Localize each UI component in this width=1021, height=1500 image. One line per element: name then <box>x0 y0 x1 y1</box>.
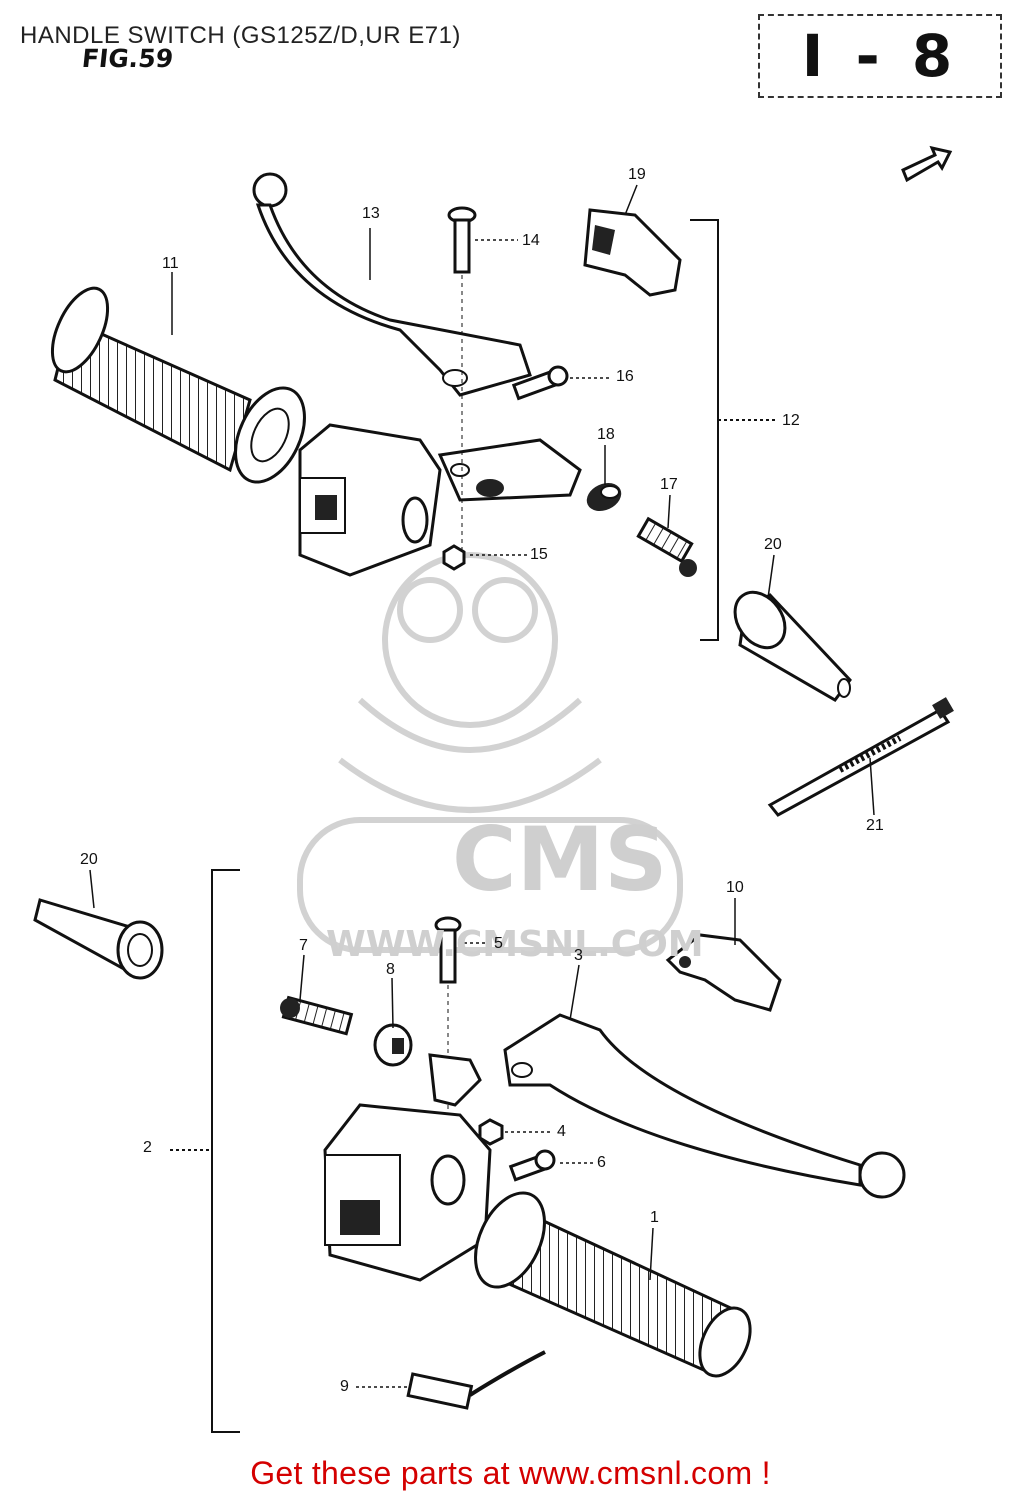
callout-9: 9 <box>340 1378 349 1395</box>
screw-part-14 <box>447 206 477 550</box>
callout-8: 8 <box>386 961 395 978</box>
lever-part-13 <box>252 172 532 397</box>
callout-1: 1 <box>650 1209 659 1226</box>
switch-housing-lower <box>323 1053 492 1282</box>
callout-5: 5 <box>494 935 503 952</box>
bolt-part-6 <box>508 1149 556 1182</box>
cable-tie-part-21 <box>767 697 954 817</box>
grip-part-11 <box>50 286 306 484</box>
callout-7: 7 <box>299 937 308 954</box>
grip-part-1 <box>474 1191 752 1378</box>
cms-watermark-figure <box>297 552 683 953</box>
lever-bracket-upper <box>437 438 582 502</box>
lever-part-3 <box>503 1013 906 1199</box>
adjuster-part-7 <box>280 995 354 1036</box>
connector-part-9 <box>406 1350 546 1410</box>
callout-20-upper: 20 <box>764 536 782 553</box>
holder-part-19 <box>583 208 682 297</box>
callout-6: 6 <box>597 1154 606 1171</box>
page-reference-box: I - 8 <box>758 14 1002 98</box>
callout-14: 14 <box>522 232 540 249</box>
figure-label: FIG.59 <box>80 44 175 73</box>
switch-housing-upper <box>298 423 442 577</box>
boot-part-20-lower <box>33 898 164 980</box>
callout-12: 12 <box>782 412 800 429</box>
callout-2: 2 <box>143 1139 152 1156</box>
callout-4: 4 <box>557 1123 566 1140</box>
leader-lines <box>89 184 875 1388</box>
front-arrow-icon <box>901 145 953 183</box>
callout-10: 10 <box>726 879 744 896</box>
callout-15: 15 <box>530 546 548 563</box>
callout-11: 11 <box>162 255 179 272</box>
callout-21: 21 <box>866 817 884 834</box>
nut-part-4 <box>478 1118 504 1146</box>
callout-20-lower: 20 <box>80 851 98 868</box>
callout-13: 13 <box>362 205 380 222</box>
assembly-bracket-2 <box>170 869 240 1433</box>
callout-3: 3 <box>574 947 583 964</box>
adjuster-part-17 <box>636 516 697 577</box>
bolt-part-16 <box>511 365 569 401</box>
callout-17: 17 <box>660 476 678 493</box>
footer-cta-link[interactable]: Get these parts at www.cmsnl.com ! <box>250 1455 771 1491</box>
callout-18: 18 <box>597 426 615 443</box>
assembly-bracket-12 <box>690 219 775 641</box>
nut-part-15 <box>442 544 466 571</box>
screw-part-5 <box>434 916 462 1110</box>
callout-16: 16 <box>616 368 634 385</box>
boot-part-20-upper <box>733 590 852 702</box>
adjuster-part-8 <box>373 1023 413 1067</box>
holder-part-10 <box>665 933 782 1012</box>
adjuster-part-18 <box>586 482 622 512</box>
page-title: HANDLE SWITCH (GS125Z/D,UR E71) <box>20 22 461 49</box>
callout-19: 19 <box>628 166 646 183</box>
